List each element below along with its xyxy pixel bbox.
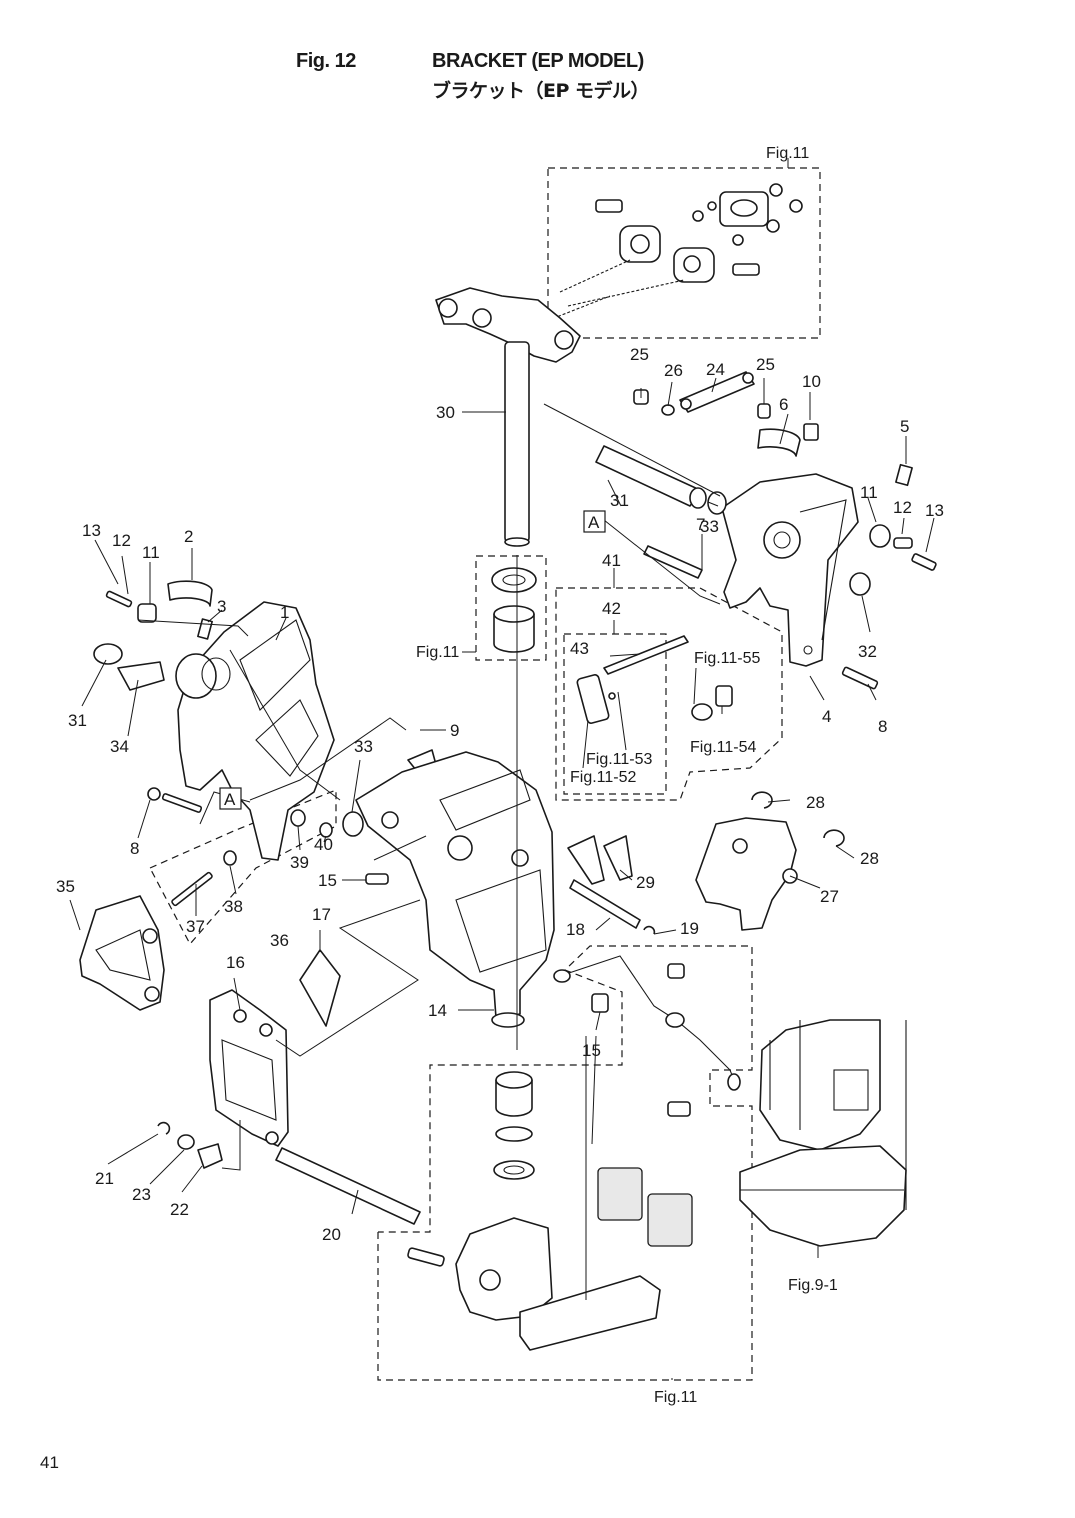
ref-fig11-52: Fig.11-52	[570, 769, 637, 786]
steering-shaft	[435, 287, 581, 547]
part-label-5: 5	[900, 417, 909, 436]
part-label-30: 30	[436, 403, 455, 422]
fig11-bottom-box	[377, 945, 753, 1381]
part-label-42: 42	[602, 599, 621, 618]
part-label-12-right: 12	[893, 498, 912, 517]
clamp-parts	[695, 791, 845, 931]
part-label-23: 23	[132, 1185, 151, 1204]
fig11-bushing-box	[475, 555, 547, 661]
part-43-box	[563, 633, 667, 795]
part-label-21: 21	[95, 1169, 114, 1188]
trim-link	[633, 371, 771, 419]
part-label-14: 14	[428, 1001, 447, 1020]
part-label-24: 24	[706, 360, 725, 379]
part-label-25-right: 25	[756, 355, 775, 374]
part-label-26: 26	[664, 361, 683, 380]
part-label-39: 39	[290, 853, 309, 872]
part-label-11-right: 11	[860, 483, 878, 502]
part-label-15-lower: 15	[582, 1041, 601, 1060]
part-label-11-left: 11	[142, 543, 160, 562]
part-label-20: 20	[322, 1225, 341, 1244]
page-title-japanese: ブラケット（EP モデル）	[432, 80, 650, 102]
part-label-8-right: 8	[878, 717, 887, 736]
callout-box-a-left	[219, 787, 242, 810]
part-label-29: 29	[636, 873, 655, 892]
right-bracket	[721, 423, 913, 667]
bushing-stack	[491, 567, 537, 653]
ref-fig11-bottom: Fig.11	[654, 1389, 697, 1406]
steering-subassembly	[543, 183, 803, 323]
part-label-3: 3	[217, 597, 226, 616]
part-label-41: 41	[602, 551, 621, 570]
leader-lines	[69, 158, 935, 1380]
part-label-7: 7	[696, 515, 705, 534]
ref-fig11-54: Fig.11-54	[690, 739, 757, 756]
part-label-1: 1	[280, 603, 289, 622]
part-label-15-upper: 15	[318, 871, 337, 890]
part-label-18: 18	[566, 920, 585, 939]
pin-7	[643, 545, 703, 579]
ref-fig11-53: Fig.11-53	[586, 751, 653, 768]
fig11-top-box	[547, 167, 821, 339]
part-label-28-upper: 28	[806, 793, 825, 812]
ref-fig11-55: Fig.11-55	[694, 650, 761, 667]
part-label-6: 6	[779, 395, 788, 414]
part-label-10: 10	[802, 372, 821, 391]
part-label-8-left: 8	[130, 839, 139, 858]
carrying-handle	[79, 895, 165, 1011]
callout-box-a-right	[583, 510, 606, 533]
part-label-37: 37	[186, 917, 205, 936]
part-label-2: 2	[184, 527, 193, 546]
callout-a-left: A	[224, 790, 236, 809]
part-label-31-left: 31	[68, 711, 87, 730]
part-label-13-right: 13	[925, 501, 944, 520]
part-label-27: 27	[820, 887, 839, 906]
part-label-22: 22	[170, 1200, 189, 1219]
part-label-36: 36	[270, 931, 289, 950]
part-label-28-lower: 28	[860, 849, 879, 868]
ref-fig11-top: Fig.11	[766, 145, 809, 162]
part-label-13-left: 13	[82, 521, 101, 540]
part-label-33-right: 33	[700, 517, 719, 536]
right-bolts	[841, 524, 937, 690]
transom-clamp	[157, 949, 421, 1225]
spring-assembly	[576, 635, 733, 724]
part-label-4: 4	[822, 707, 831, 726]
ground-wire	[553, 955, 741, 1117]
part-label-19: 19	[680, 919, 699, 938]
part-label-17: 17	[312, 905, 331, 924]
part-label-25-left: 25	[630, 345, 649, 364]
part-label-40: 40	[314, 835, 333, 854]
part-41-box	[555, 587, 783, 801]
part-label-9: 9	[450, 721, 459, 740]
page-title: BRACKET (EP MODEL)	[432, 50, 644, 72]
part-label-34: 34	[110, 737, 129, 756]
part-label-33-left: 33	[354, 737, 373, 756]
part-label-31-right: 31	[610, 491, 629, 510]
tilt-tube-right	[595, 445, 727, 515]
page-number: 41	[40, 1453, 59, 1472]
part-label-43: 43	[570, 639, 589, 658]
part-label-12-left: 12	[112, 531, 131, 550]
swivel-small-parts	[365, 835, 656, 1013]
part-label-38: 38	[224, 897, 243, 916]
part-label-35: 35	[56, 877, 75, 896]
part-label-16: 16	[226, 953, 245, 972]
swivel-case	[355, 751, 555, 1028]
left-bracket	[93, 580, 335, 861]
callout-a-right: A	[588, 513, 600, 532]
lower-clamp	[407, 1167, 693, 1351]
lower-unit	[739, 1019, 907, 1247]
ref-fig11-mid: Fig.11	[416, 644, 459, 661]
part-label-32: 32	[858, 642, 877, 661]
ref-fig9-1: Fig.9-1	[788, 1277, 838, 1294]
part-number-labels: 1 2 3 4 5 6 7 8 8 9 10 11 11 12 12 13 13…	[56, 345, 944, 1244]
reference-boxes	[149, 167, 821, 1381]
lower-bushing-stack	[493, 1071, 535, 1180]
figure-number: Fig. 12	[296, 50, 356, 72]
